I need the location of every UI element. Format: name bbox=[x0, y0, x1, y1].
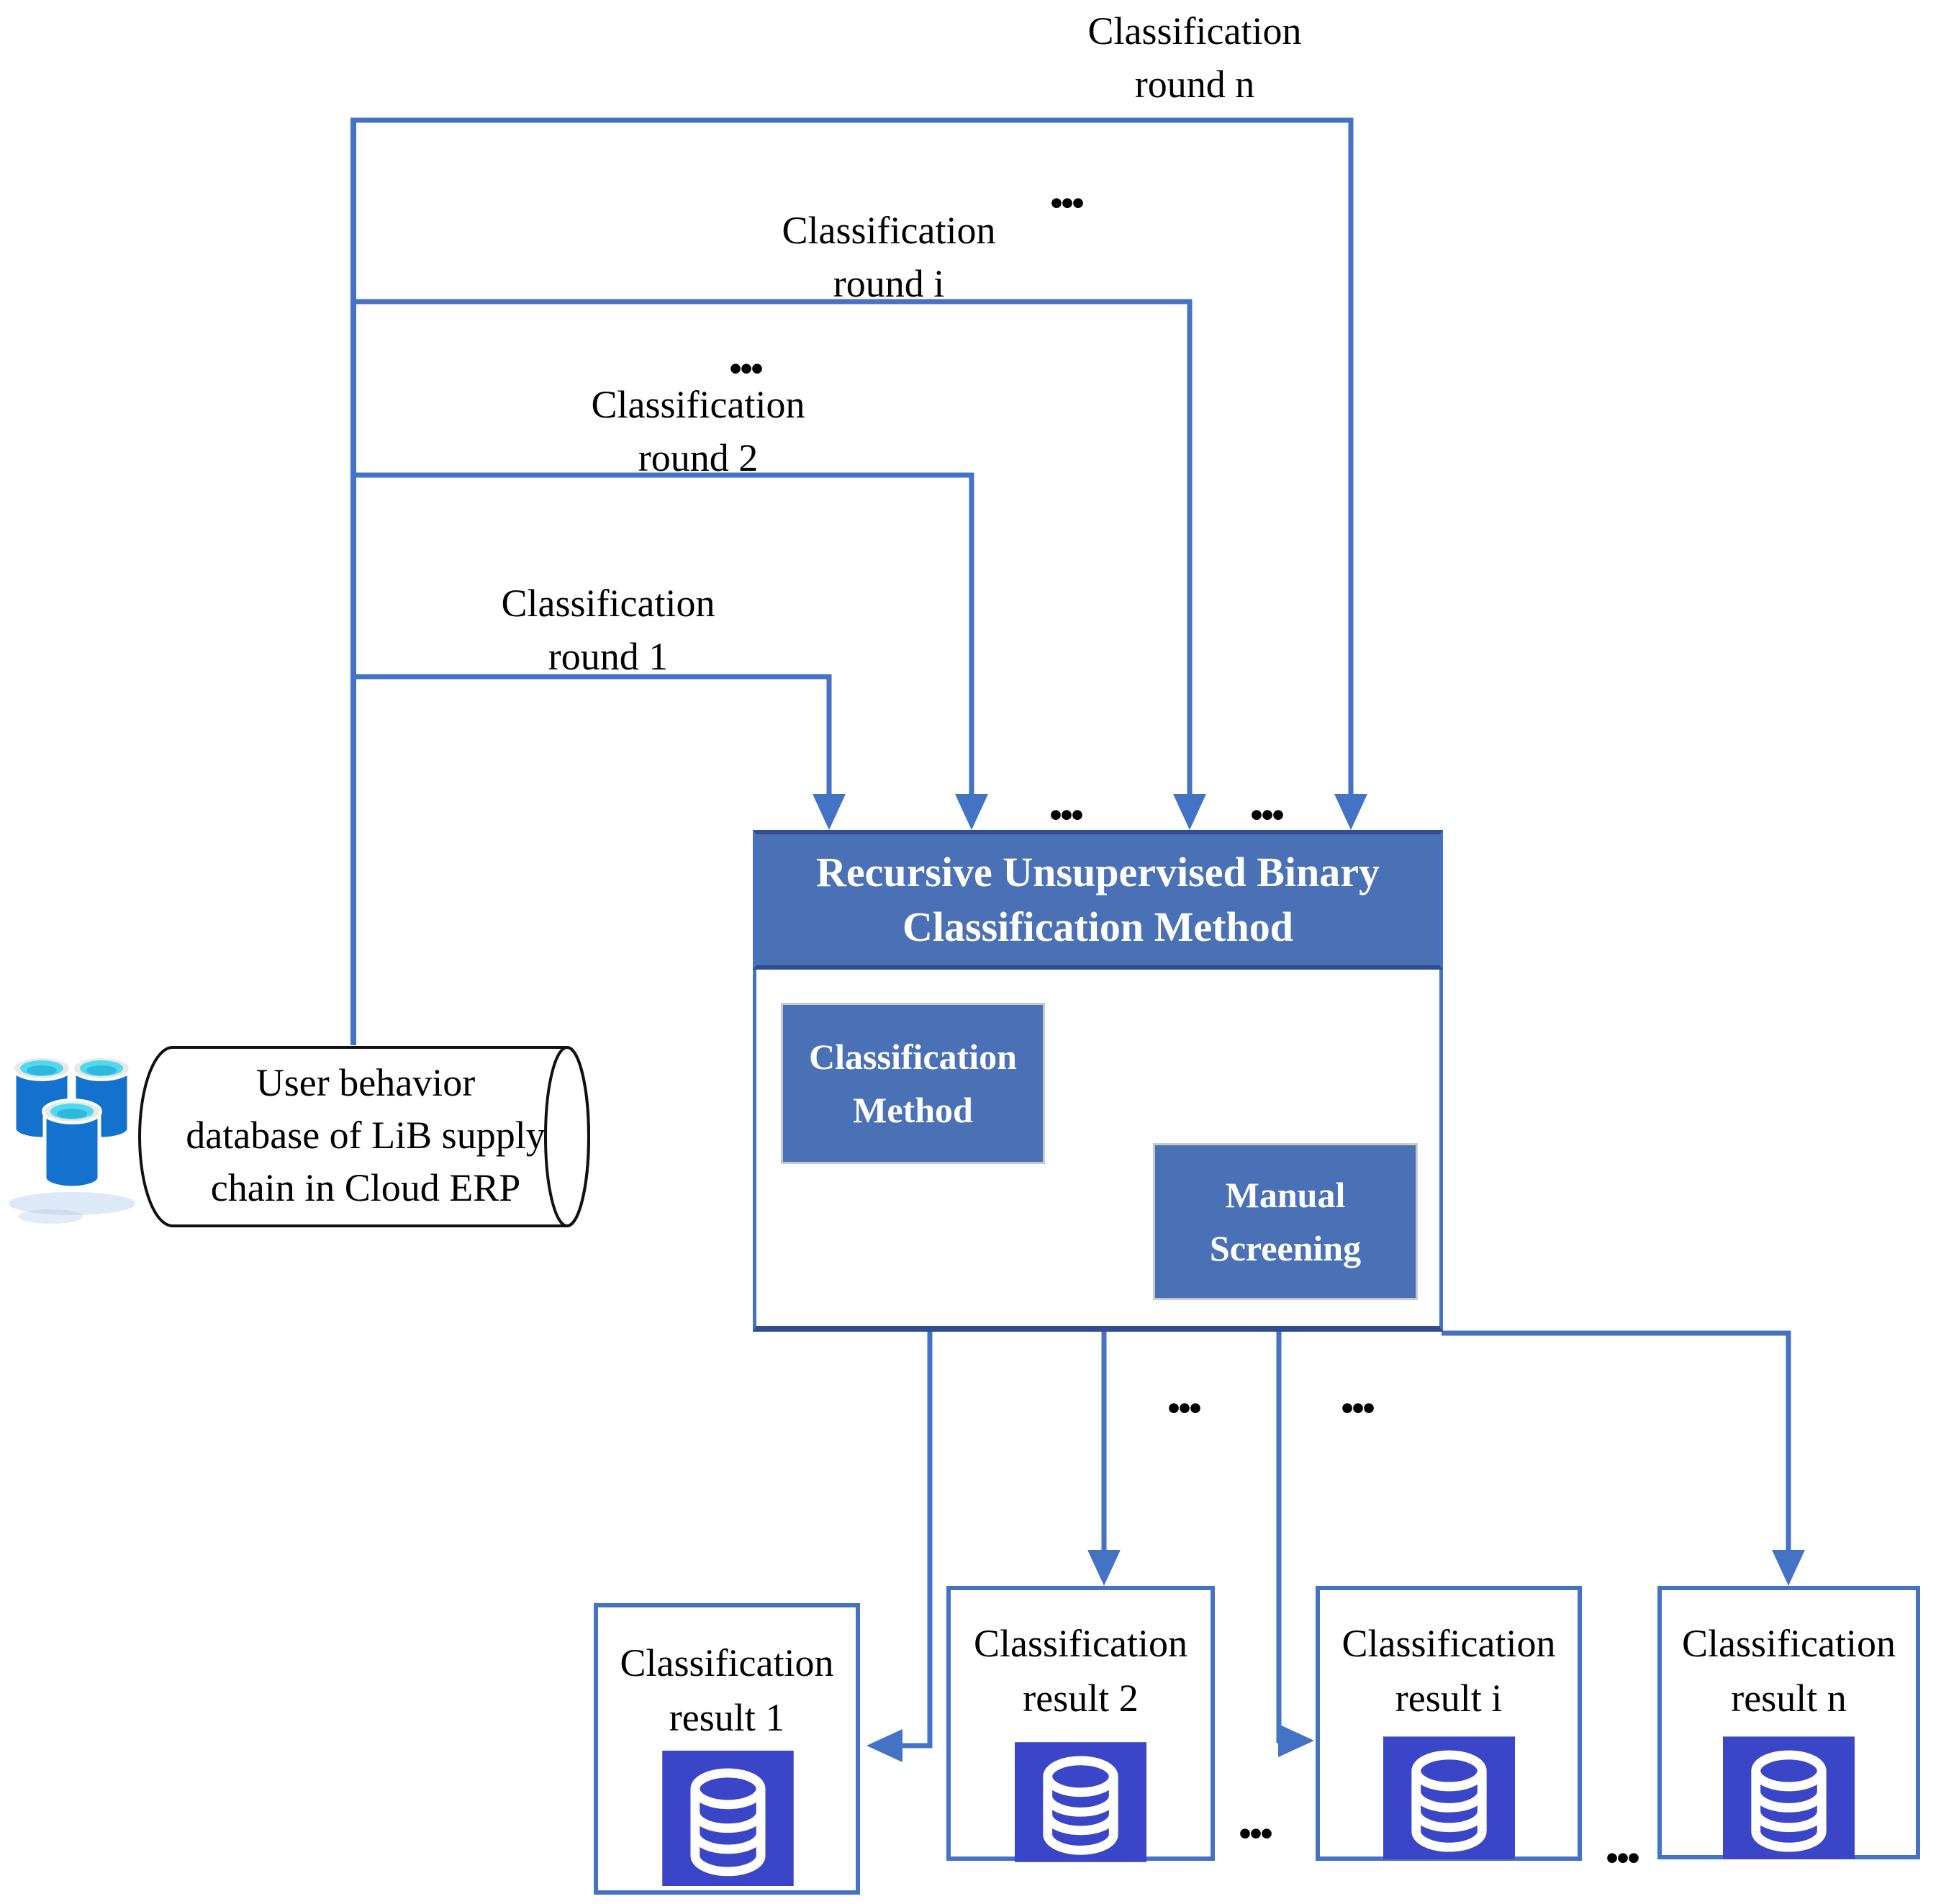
source-database-line3: chain in Cloud ERP bbox=[210, 1166, 521, 1209]
result-1-label-line2: result 1 bbox=[669, 1696, 785, 1739]
ellipsis-icon: ... bbox=[1166, 1359, 1203, 1426]
round-i-label: Classification round i bbox=[666, 204, 1112, 310]
ellipsis-icon: ... bbox=[1237, 1785, 1275, 1851]
manual-screening-box: Manual Screening bbox=[1153, 1143, 1418, 1300]
ellipsis-icon: ... bbox=[1249, 766, 1286, 833]
round-i-label-line1: Classification bbox=[782, 209, 996, 252]
round-2-label-line1: Classification bbox=[591, 383, 805, 426]
classification-method-line1: Classification bbox=[809, 1037, 1017, 1077]
manual-screening-line2: Screening bbox=[1209, 1228, 1362, 1268]
result-i-label-line1: Classification bbox=[1341, 1622, 1556, 1665]
classification-method-box: Classification Method bbox=[781, 1003, 1045, 1164]
central-title-line2: Classification Method bbox=[902, 903, 1293, 950]
central-method-header: Recursive Unsupervised Binary Classifica… bbox=[753, 830, 1443, 970]
result-i-label: Classification result i bbox=[1316, 1616, 1582, 1725]
source-database-line2: database of LiB supply bbox=[186, 1114, 546, 1157]
database-cylinder-icon bbox=[1383, 1736, 1515, 1859]
ellipsis-icon: ... bbox=[728, 320, 765, 387]
arrowhead-icon bbox=[867, 1729, 902, 1762]
result-box-1 bbox=[594, 1603, 860, 1895]
round-2-connector bbox=[350, 472, 974, 795]
result-2-label: Classification result 2 bbox=[946, 1616, 1215, 1725]
source-database-line1: User behavior bbox=[255, 1061, 476, 1104]
round-1-label-line2: round 1 bbox=[548, 635, 669, 678]
ellipsis-icon: ... bbox=[1339, 1359, 1377, 1426]
result-n-connector bbox=[1442, 1330, 1791, 1551]
round-n-label: Classification round n bbox=[972, 4, 1418, 111]
result-2-label-line2: result 2 bbox=[1023, 1677, 1139, 1720]
result-1-label: Classification result 1 bbox=[594, 1635, 860, 1745]
result-n-label-line1: Classification bbox=[1682, 1622, 1896, 1665]
arrowhead-icon bbox=[955, 794, 988, 830]
round-i-connector bbox=[350, 299, 1193, 795]
result-1-label-line1: Classification bbox=[620, 1641, 834, 1684]
source-database-label: User behavior database of LiB supply cha… bbox=[162, 1057, 569, 1214]
arrowhead-icon bbox=[1278, 1724, 1314, 1757]
central-title-line1: Recursive Unsupervised Binary bbox=[816, 849, 1380, 895]
ellipsis-icon: ... bbox=[1049, 154, 1086, 221]
round-n-label-line2: round n bbox=[1134, 63, 1255, 106]
database-cylinder-icon bbox=[1723, 1736, 1855, 1859]
round-1-label: Classification round 1 bbox=[385, 577, 831, 683]
result-n-label-line2: result n bbox=[1731, 1677, 1847, 1720]
result-1-connector bbox=[901, 1332, 933, 1749]
arrowhead-icon bbox=[1087, 1550, 1121, 1586]
round-1-label-line1: Classification bbox=[501, 582, 715, 625]
result-i-connector bbox=[1276, 1332, 1282, 1743]
round-n-connector bbox=[350, 117, 1354, 795]
database-cylinder-icon bbox=[1015, 1742, 1146, 1862]
source-database-shape bbox=[138, 1046, 590, 1227]
arrowhead-icon bbox=[1173, 794, 1206, 830]
arrowhead-icon bbox=[1334, 794, 1367, 830]
result-i-label-line2: result i bbox=[1395, 1677, 1503, 1720]
round-n-label-line1: Classification bbox=[1087, 9, 1302, 53]
arrowhead-icon bbox=[813, 794, 846, 830]
database-cylinder-icon bbox=[662, 1751, 794, 1886]
arrowhead-icon bbox=[1772, 1550, 1805, 1586]
azure-database-icon bbox=[9, 1055, 135, 1224]
result-n-label: Classification result n bbox=[1657, 1616, 1920, 1725]
result-2-label-line1: Classification bbox=[974, 1622, 1187, 1665]
ellipsis-icon: ... bbox=[1048, 766, 1085, 833]
classification-method-line2: Method bbox=[853, 1090, 973, 1130]
ellipsis-icon: ... bbox=[1604, 1809, 1642, 1876]
round-2-label: Classification round 2 bbox=[475, 378, 921, 484]
manual-screening-line1: Manual bbox=[1225, 1175, 1346, 1215]
round-i-label-line2: round i bbox=[833, 262, 945, 305]
round-1-connector bbox=[350, 674, 832, 795]
round-2-label-line2: round 2 bbox=[638, 436, 759, 479]
